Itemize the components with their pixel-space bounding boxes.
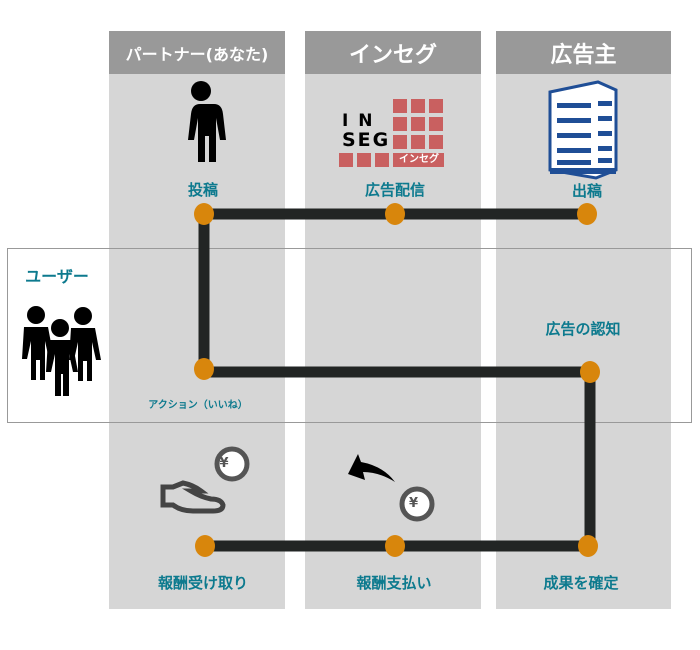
logo-kana: インセグ (399, 154, 439, 165)
logo-text: I N SEG (342, 112, 390, 150)
flow-nodes (194, 203, 600, 557)
person-icon (188, 81, 226, 162)
user-band (7, 248, 692, 423)
yen-coin-icon (214, 446, 250, 482)
inseg-logo (339, 99, 444, 167)
step-reward-receive: 報酬受け取り (157, 574, 249, 592)
logo-line2: SEG (342, 129, 391, 151)
step-ad-recognition: 広告の認知 (545, 320, 621, 338)
yen-coin-icon (399, 486, 435, 522)
node-ad-delivery (385, 203, 405, 225)
node-reward-receive (195, 535, 215, 557)
step-post: 投稿 (187, 181, 219, 199)
node-reward-pay (385, 535, 405, 557)
user-label: ユーザー (25, 267, 89, 286)
node-post (194, 203, 214, 225)
hand-receive-icon (160, 480, 226, 514)
building-icon (548, 80, 618, 180)
step-placement: 出稿 (571, 182, 603, 200)
flow-path (198, 208, 596, 552)
node-confirm (578, 535, 598, 557)
column-header: 広告主 (496, 31, 671, 74)
yen-symbol: ¥ (409, 496, 419, 511)
logo-line1: I N (342, 111, 375, 131)
node-placement (577, 203, 597, 225)
step-confirm: 成果を確定 (543, 574, 619, 592)
users-group-icon (22, 306, 101, 396)
node-ad-recognition (580, 361, 600, 383)
return-arrow-icon (348, 454, 395, 482)
column-header: インセグ (305, 31, 481, 74)
column-header: パートナー(あなた) (109, 31, 285, 74)
step-action: アクション（いいね） (148, 400, 248, 411)
step-reward-pay: 報酬支払い (356, 574, 432, 592)
node-action (194, 358, 214, 380)
step-ad-delivery: 広告配信 (364, 181, 426, 199)
yen-symbol: ¥ (219, 456, 229, 471)
